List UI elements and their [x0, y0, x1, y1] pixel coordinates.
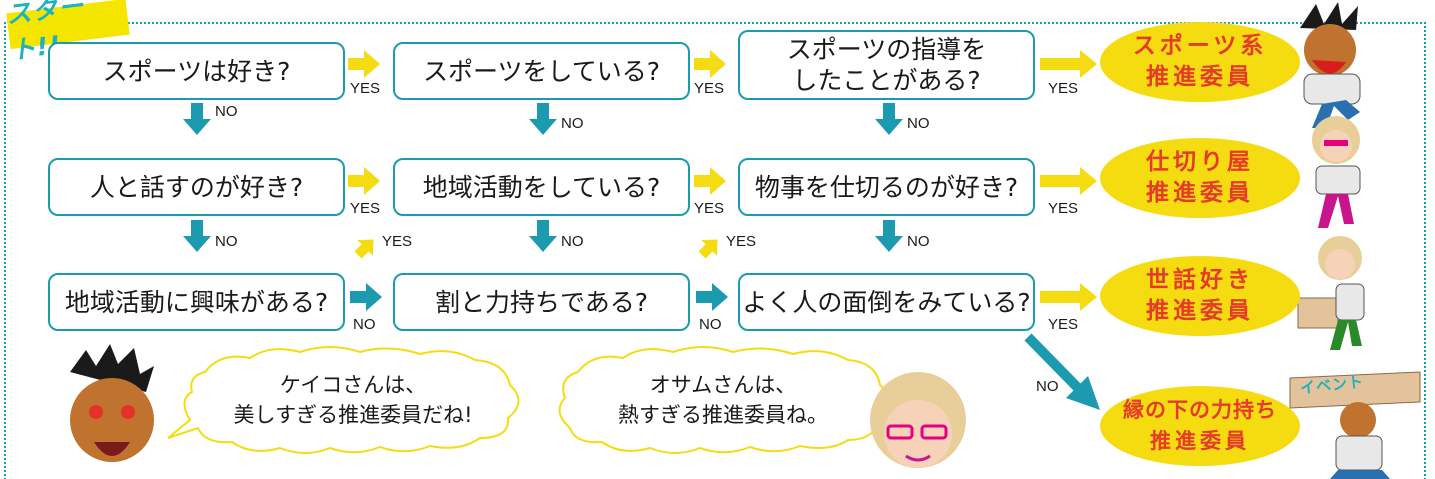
yes-arrow [694, 50, 726, 78]
question-box: 物事を仕切るのが好き? [738, 158, 1035, 216]
speech-text-right: オサムさんは、 熱すぎる推進委員ね。 [618, 373, 828, 427]
yes-diagonal-arrow [698, 239, 718, 259]
running-man-illustration [1300, 2, 1361, 128]
result-ellipse: スポーツ系 推進委員 [1100, 22, 1300, 102]
yes-label: YES [350, 80, 381, 97]
no-label: NO [907, 115, 930, 132]
result-ellipse: 縁の下の力持ち 推進委員 [1100, 386, 1300, 466]
yes-label: YES [1048, 80, 1079, 97]
no-diagonal-head [1066, 376, 1100, 410]
no-diagonal-line [1024, 333, 1082, 392]
no-down-arrow [529, 220, 557, 252]
woman-box-illustration [1297, 236, 1365, 350]
yes-label: YES [1048, 316, 1079, 333]
yes-arrow-long [1040, 283, 1097, 311]
man-event-box-illustration [1289, 371, 1421, 479]
yes-label: YES [726, 233, 757, 250]
result-subtitle: 推進委員 [1150, 429, 1250, 453]
result-subtitle: 推進委員 [1146, 180, 1254, 206]
yes-arrow-long [1040, 167, 1097, 195]
result-title: 縁の下の力持ち [1123, 398, 1277, 422]
woman-glasses-face-illustration [870, 372, 966, 468]
no-down-arrow [529, 103, 557, 135]
no-down-arrow [875, 103, 903, 135]
yes-arrow [348, 167, 380, 195]
yes-label: YES [382, 233, 413, 250]
no-down-arrow [183, 103, 211, 135]
question-box: 地域活動をしている? [393, 158, 690, 216]
question-box: スポーツは好き? [48, 42, 345, 100]
result-ellipse: 世話好き 推進委員 [1100, 256, 1300, 336]
result-ellipse: 仕切り屋 推進委員 [1100, 138, 1300, 218]
no-label: NO [561, 233, 584, 250]
no-label: NO [215, 233, 238, 250]
result-subtitle: 推進委員 [1146, 298, 1254, 324]
question-box: スポーツの指導を したことがある? [738, 30, 1035, 100]
speech-text-left: ケイコさんは、 美しすぎる推進委員だね! [233, 373, 473, 427]
no-label: NO [1036, 378, 1059, 395]
question-box: スポーツをしている? [393, 42, 690, 100]
no-arrow [350, 283, 382, 311]
no-down-arrow [183, 220, 211, 252]
yes-label: YES [1048, 200, 1079, 217]
yes-arrow [348, 50, 380, 78]
no-label: NO [353, 316, 376, 333]
yes-arrow-long [1040, 50, 1097, 78]
question-box: よく人の面倒をみている? [738, 273, 1035, 331]
result-title: 仕切り屋 [1146, 149, 1254, 175]
yes-diagonal-arrow [354, 239, 374, 259]
result-subtitle: 推進委員 [1146, 64, 1254, 90]
question-box: 割と力持ちである? [393, 273, 690, 331]
angry-man-face-illustration [70, 344, 154, 462]
no-down-arrow [875, 220, 903, 252]
question-box: 人と話すのが好き? [48, 158, 345, 216]
yes-label: YES [350, 200, 381, 217]
dotted-frame [4, 22, 1426, 479]
no-label: NO [215, 103, 238, 120]
question-box: 地域活動に興味がある? [48, 273, 345, 331]
woman-mic-illustration [1312, 116, 1361, 228]
yes-label: YES [694, 80, 725, 97]
yes-arrow [694, 167, 726, 195]
yes-label: YES [694, 200, 725, 217]
no-label: NO [561, 115, 584, 132]
no-label: NO [907, 233, 930, 250]
speech-bubble-left [167, 346, 520, 454]
no-arrow [696, 283, 728, 311]
result-title: スポーツ系 [1132, 33, 1268, 59]
speech-bubble-right [558, 346, 913, 454]
result-title: 世話好き [1146, 267, 1254, 293]
no-label: NO [699, 316, 722, 333]
